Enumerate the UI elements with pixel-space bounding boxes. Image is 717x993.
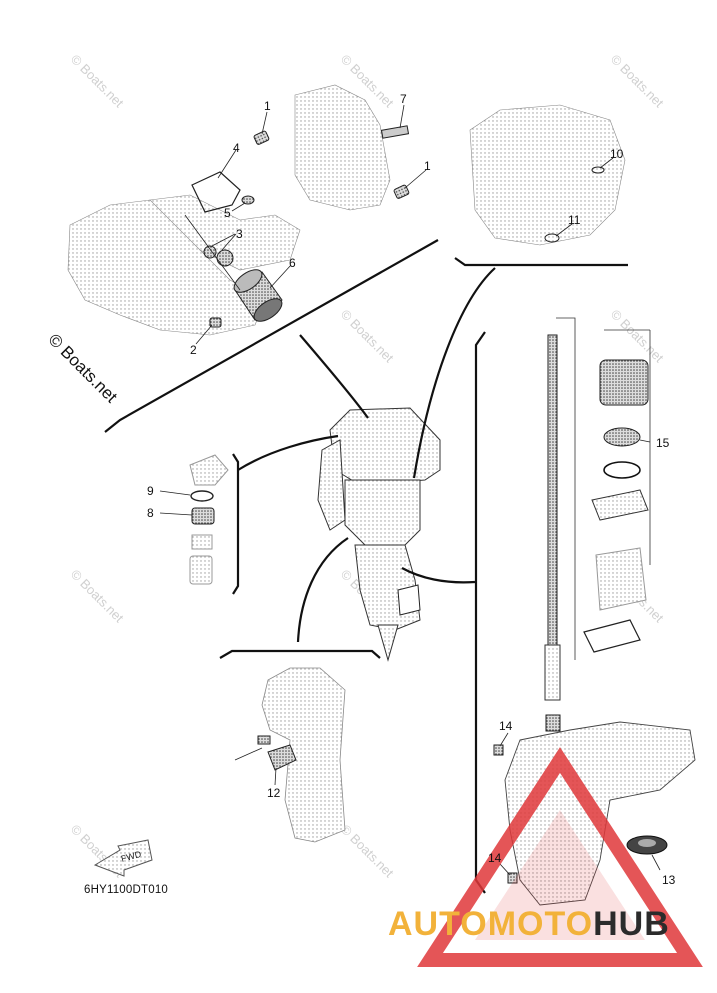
callout-14: 14 bbox=[488, 851, 502, 865]
callout-9: 9 bbox=[147, 484, 154, 498]
callout-12: 12 bbox=[267, 786, 281, 800]
panel-border bbox=[474, 331, 486, 894]
brand-part-hub: HUB bbox=[593, 905, 670, 943]
pump-housing bbox=[599, 359, 649, 406]
bolt-part bbox=[493, 744, 504, 756]
callout-2: 2 bbox=[190, 343, 197, 357]
engine-block-rear bbox=[294, 84, 391, 211]
watermark: © Boats.net bbox=[338, 307, 397, 366]
o-ring-part bbox=[190, 490, 214, 502]
panel-border bbox=[454, 257, 628, 267]
callout-13: 13 bbox=[662, 873, 676, 887]
thermostat-part bbox=[216, 249, 234, 267]
spark-plug-part bbox=[380, 125, 410, 139]
motor-midsection bbox=[344, 479, 421, 546]
watermark: © Boats.net bbox=[68, 52, 127, 111]
screw-part bbox=[257, 735, 271, 745]
callout-1: 1 bbox=[264, 99, 271, 113]
callout-4: 4 bbox=[233, 141, 240, 155]
callout-5: 5 bbox=[224, 206, 231, 220]
gasket-part bbox=[191, 171, 241, 213]
outboard-motor bbox=[317, 407, 441, 662]
cylinder-head bbox=[469, 104, 626, 246]
fwd-arrow: FWD bbox=[93, 839, 153, 877]
o-ring-part bbox=[544, 233, 560, 243]
brand-logo: AUTOMOTOHUB bbox=[388, 905, 670, 944]
watermark: © Boats.net bbox=[608, 307, 667, 366]
brand-part-auto: AUTO bbox=[388, 905, 488, 943]
cylinder-head-group bbox=[454, 104, 628, 267]
motor-cowling bbox=[329, 407, 441, 486]
drawing-code: 6HY1100DT010 bbox=[84, 884, 169, 896]
watermark: © Boats.net bbox=[68, 567, 127, 626]
plug-part bbox=[393, 184, 410, 199]
impeller-part bbox=[603, 427, 641, 447]
seal-part bbox=[191, 507, 215, 525]
bolt-part bbox=[507, 872, 518, 884]
callout-1: 1 bbox=[424, 159, 431, 173]
plug-part bbox=[253, 130, 270, 145]
water-pump-group bbox=[159, 453, 240, 595]
plate-part bbox=[267, 744, 297, 771]
gasket-part bbox=[583, 619, 641, 653]
oil-filter-part bbox=[233, 269, 283, 322]
watermark: © Boats.net bbox=[338, 822, 397, 881]
powerhead-group bbox=[67, 84, 439, 433]
callout-15: 15 bbox=[656, 436, 670, 450]
callout-8: 8 bbox=[147, 506, 154, 520]
o-ring-part bbox=[603, 461, 641, 479]
callouts: 1 7 4 1 10 5 3 11 6 2 15 9 8 14 12 14 13 bbox=[147, 92, 676, 887]
panel-border bbox=[104, 239, 439, 433]
panel-border bbox=[232, 453, 240, 595]
callout-11: 11 bbox=[568, 213, 581, 227]
drive-shaft bbox=[547, 334, 558, 646]
plate-part bbox=[591, 489, 649, 521]
warning-triangle-logo bbox=[417, 747, 703, 967]
panel-border bbox=[219, 649, 381, 659]
brand-part-moto: MOTO bbox=[487, 905, 594, 943]
clamp-bracket-group bbox=[219, 649, 381, 843]
callout-7: 7 bbox=[400, 92, 407, 106]
clamp-bracket bbox=[261, 667, 346, 843]
callout-10: 10 bbox=[610, 147, 624, 161]
o-ring-part bbox=[591, 166, 605, 174]
leader-lines bbox=[184, 104, 427, 345]
valve-part bbox=[241, 195, 255, 205]
callout-3: 3 bbox=[236, 227, 243, 241]
motor-skeg bbox=[377, 624, 399, 662]
connection-lines bbox=[237, 267, 496, 643]
callout-6: 6 bbox=[289, 256, 296, 270]
watermark: © Boats.net bbox=[608, 52, 667, 111]
drain-plug-part bbox=[209, 317, 222, 328]
callout-14: 14 bbox=[499, 719, 513, 733]
